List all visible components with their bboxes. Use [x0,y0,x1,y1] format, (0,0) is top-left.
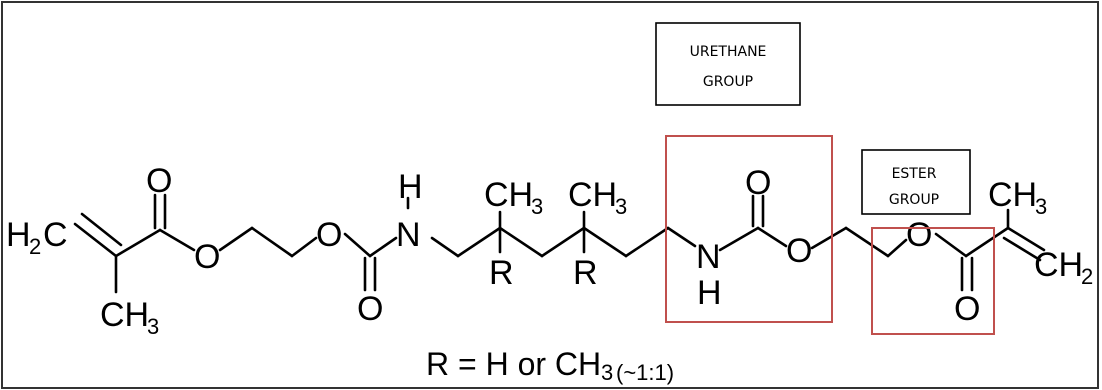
bond-ch2-n2 [666,226,697,248]
bond-ch2-cq2 [540,226,586,258]
atom-labels: H 2 C O O CH 3 O O H N CH 3 CH 3 R R N H… [6,162,1093,339]
urethane-highlight-box [665,135,833,323]
bond-ch2-ch2b [624,226,670,258]
bond-o3-ch2 [810,226,848,250]
bond-n2-c3 [718,226,760,252]
atom-h2c-h: H [6,216,31,254]
atom-o-carbonyl-4: O [954,290,980,328]
bond-o2-c2 [343,232,372,258]
bond-n1-ch2 [430,236,460,258]
bond-c-carbonyl [114,228,162,258]
atom-o-ester-1: O [194,238,220,276]
ester-highlight-box [871,227,995,335]
atom-o-ether-2: O [316,216,342,254]
bond-ch2-ch2c [844,226,890,258]
atom-ch3-mid-1: CH [484,176,533,214]
bond-c4-cv [964,226,1010,258]
atom-o-carbonyl-3: O [745,164,771,202]
bond-ch2-o4 [886,238,908,258]
bond-c2-n1 [368,236,398,258]
atom-o-ester-4: O [906,216,932,254]
ester-label-line2: GROUP [889,192,939,208]
bond-ch2-ch2 [250,226,294,258]
atom-h2c-sub: 2 [29,234,41,259]
atom-ch2-right-sub: 2 [1081,264,1093,289]
atom-h-nh-1: H [398,168,423,206]
bond-c-o1 [158,228,196,252]
bond-c3-o3 [756,226,788,248]
atom-h2c-c: C [43,216,68,254]
atom-o-ester-3: O [786,232,812,270]
ester-label-box: ESTER GROUP [861,149,971,215]
atom-n-nh-1: N [396,216,421,254]
ester-label-line1: ESTER [892,166,937,182]
r-group-legend: R = H or CH 3 (~1:1) [426,346,674,385]
atom-ch3-right-sub: 3 [1035,194,1047,219]
bond-cv-ch2-a [1006,226,1046,252]
atom-o-carbonyl-2: O [357,290,383,328]
atom-h-nh-2: H [697,274,722,312]
atom-ch3-mid-2: CH [568,176,617,214]
bond-ch2-cq1 [456,226,502,258]
bond-cv-ch2-b [1002,236,1042,262]
urethane-label-box: URETHANE GROUP [655,22,801,106]
atom-ch3-right: CH [988,176,1037,214]
bond-o1-ch2 [218,226,254,252]
urethane-label-line1: URETHANE [690,44,767,60]
atom-ch3-mid-2-sub: 3 [615,194,627,219]
urethane-label-line2: GROUP [703,74,753,90]
bond-ch2-o2 [290,236,318,258]
atom-ch2-right: CH [1034,246,1083,284]
atom-ch3-mid-1-sub: 3 [531,194,543,219]
atom-r-1: R [489,254,514,292]
bond-ch2-double-b [80,212,123,247]
bond-cq2-ch2 [582,226,628,258]
bond-ch2-double-a [73,222,118,258]
atom-r-2: R [573,254,598,292]
atom-n-nh-2: N [696,238,721,276]
legend-sub: 3 [601,360,613,385]
bond-lines [73,193,1046,294]
legend-ratio: (~1:1) [616,360,674,385]
bond-o4-c4 [934,232,968,258]
legend-main: R = H or CH [426,346,601,382]
urethane-label-frame [655,22,801,106]
atom-o-carbonyl-1: O [146,162,172,200]
ester-label-frame [861,149,971,215]
atom-ch3-left-sub: 3 [147,314,159,339]
atom-ch3-left: CH [100,296,149,334]
bond-cq1-ch2 [498,226,544,258]
